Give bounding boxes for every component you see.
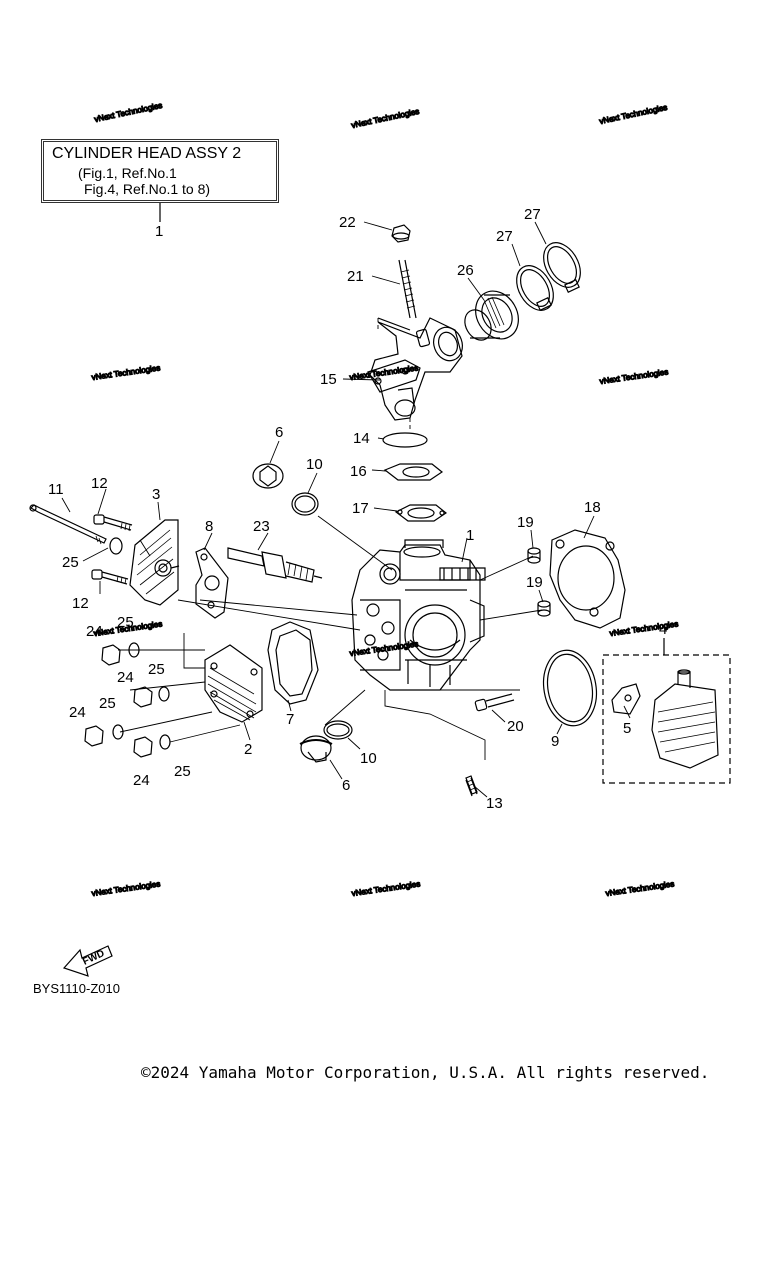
washer-25 [109,537,123,555]
dowel-pin-19-upper [527,547,541,564]
callout-6: 6 [275,424,283,441]
assembly-box-4 [602,654,731,784]
watermark-text: vNext Technologies [605,879,675,898]
callout-12: 12 [91,475,108,492]
cap-nut-24-b [133,686,153,708]
cap-nut-24-a [101,644,121,666]
leader-lines [61,221,631,798]
callout-19: 19 [526,574,543,591]
watermark-text: vNext Technologies [91,879,161,898]
callout-11: 11 [48,481,64,498]
cylinder-head-1 [351,539,486,691]
watermark-text: vNext Technologies [351,107,421,130]
callout-27: 27 [496,228,513,245]
callout-24: 24 [117,669,134,686]
o-ring-14 [382,432,428,448]
callout-24: 24 [69,704,86,721]
watermark-text: vNext Technologies [609,619,679,638]
copyright-notice: ©2024 Yamaha Motor Corporation, U.S.A. A… [141,1063,710,1082]
callout-14: 14 [353,430,370,447]
gasket-7 [267,621,319,705]
callout-15: 15 [320,371,337,388]
callout-numbers: 1 1 2 3 4 5 6 6 7 8 9 10 10 11 12 12 13 … [48,206,667,812]
head-gasket-18 [549,529,626,629]
watermark-text: vNext Technologies [599,103,669,126]
o-ring-9-inner [546,653,594,723]
callout-21: 21 [347,268,364,285]
stud-13 [465,775,478,797]
callout-10: 10 [306,456,323,473]
gasket-5 [611,683,641,715]
hose-clamp-27a [516,265,554,311]
callout-25: 25 [62,554,79,571]
watermark-text: vNext Technologies [599,367,669,386]
gasket-17 [394,504,448,522]
callout-27: 27 [524,206,541,223]
callout-16: 16 [350,463,367,480]
callout-25: 25 [174,763,191,780]
cover-4 [651,669,719,769]
callout-6: 6 [342,777,350,794]
callout-17: 17 [352,500,369,517]
callout-20: 20 [507,718,524,735]
callout-2: 2 [244,741,252,758]
diagram-code: BYS1110-Z010 [33,981,120,996]
bolt-12-upper [93,514,133,532]
watermark-text: vNext Technologies [94,101,164,124]
cap-6-lower [299,735,333,763]
gasket-16 [383,463,444,481]
callout-12: 12 [72,595,89,612]
fwd-arrow-icon: FWD [62,945,113,977]
hose-clamp-27b [543,242,581,293]
assembly-title: CYLINDER HEAD ASSY 2 [52,145,242,162]
assembly-reference-line1: (Fig.1, Ref.No.1 [78,165,177,181]
cap-nut-24-d [133,736,153,758]
o-ring-10-upper [291,492,319,516]
washer-25 [159,734,171,750]
callout-19: 19 [517,514,534,531]
assembly-reference-line2: Fig.4, Ref.No.1 to 8) [84,181,211,197]
washer-25 [112,724,124,740]
dowel-pin-19-lower [537,600,551,617]
callout-1: 1 [155,223,163,240]
long-bolt-11 [29,504,107,545]
callout-25: 25 [99,695,116,712]
callout-4: 4 [659,621,667,638]
callout-1: 1 [466,527,474,544]
bolt-12-lower [91,569,129,585]
callout-25: 25 [117,614,134,631]
callout-18: 18 [584,499,601,516]
o-ring-10-upper-inner [294,495,316,513]
watermark-text: vNext Technologies [351,879,421,898]
callout-22: 22 [339,214,356,231]
callout-24: 24 [133,772,150,789]
callout-24: 24 [86,623,103,640]
callout-5: 5 [623,720,631,737]
callout-13: 13 [486,795,503,812]
callout-9: 9 [551,733,559,750]
callout-8: 8 [205,518,213,535]
cap-nut-24-c [84,725,104,747]
spark-plug-23 [227,547,323,583]
cap-6-upper [252,463,284,489]
callout-23: 23 [253,518,270,535]
assembly-title-box [41,139,279,203]
callout-3: 3 [152,486,160,503]
callout-7: 7 [286,711,294,728]
flange-nut-22 [391,224,411,243]
o-ring-9 [542,649,598,727]
o-ring-10-lower [323,720,353,740]
washer-25 [158,686,170,702]
callout-26: 26 [457,262,474,279]
o-ring-10-lower-inner [326,723,350,737]
watermark-text: vNext Technologies [91,363,161,382]
callout-25: 25 [148,661,165,678]
valve-cover-3 [129,519,180,606]
bolt-20 [474,693,515,712]
side-cover-2 [204,644,263,723]
carburetor-joint-26 [464,290,519,341]
stud-bolt-21 [398,259,417,319]
callout-10: 10 [360,750,377,767]
